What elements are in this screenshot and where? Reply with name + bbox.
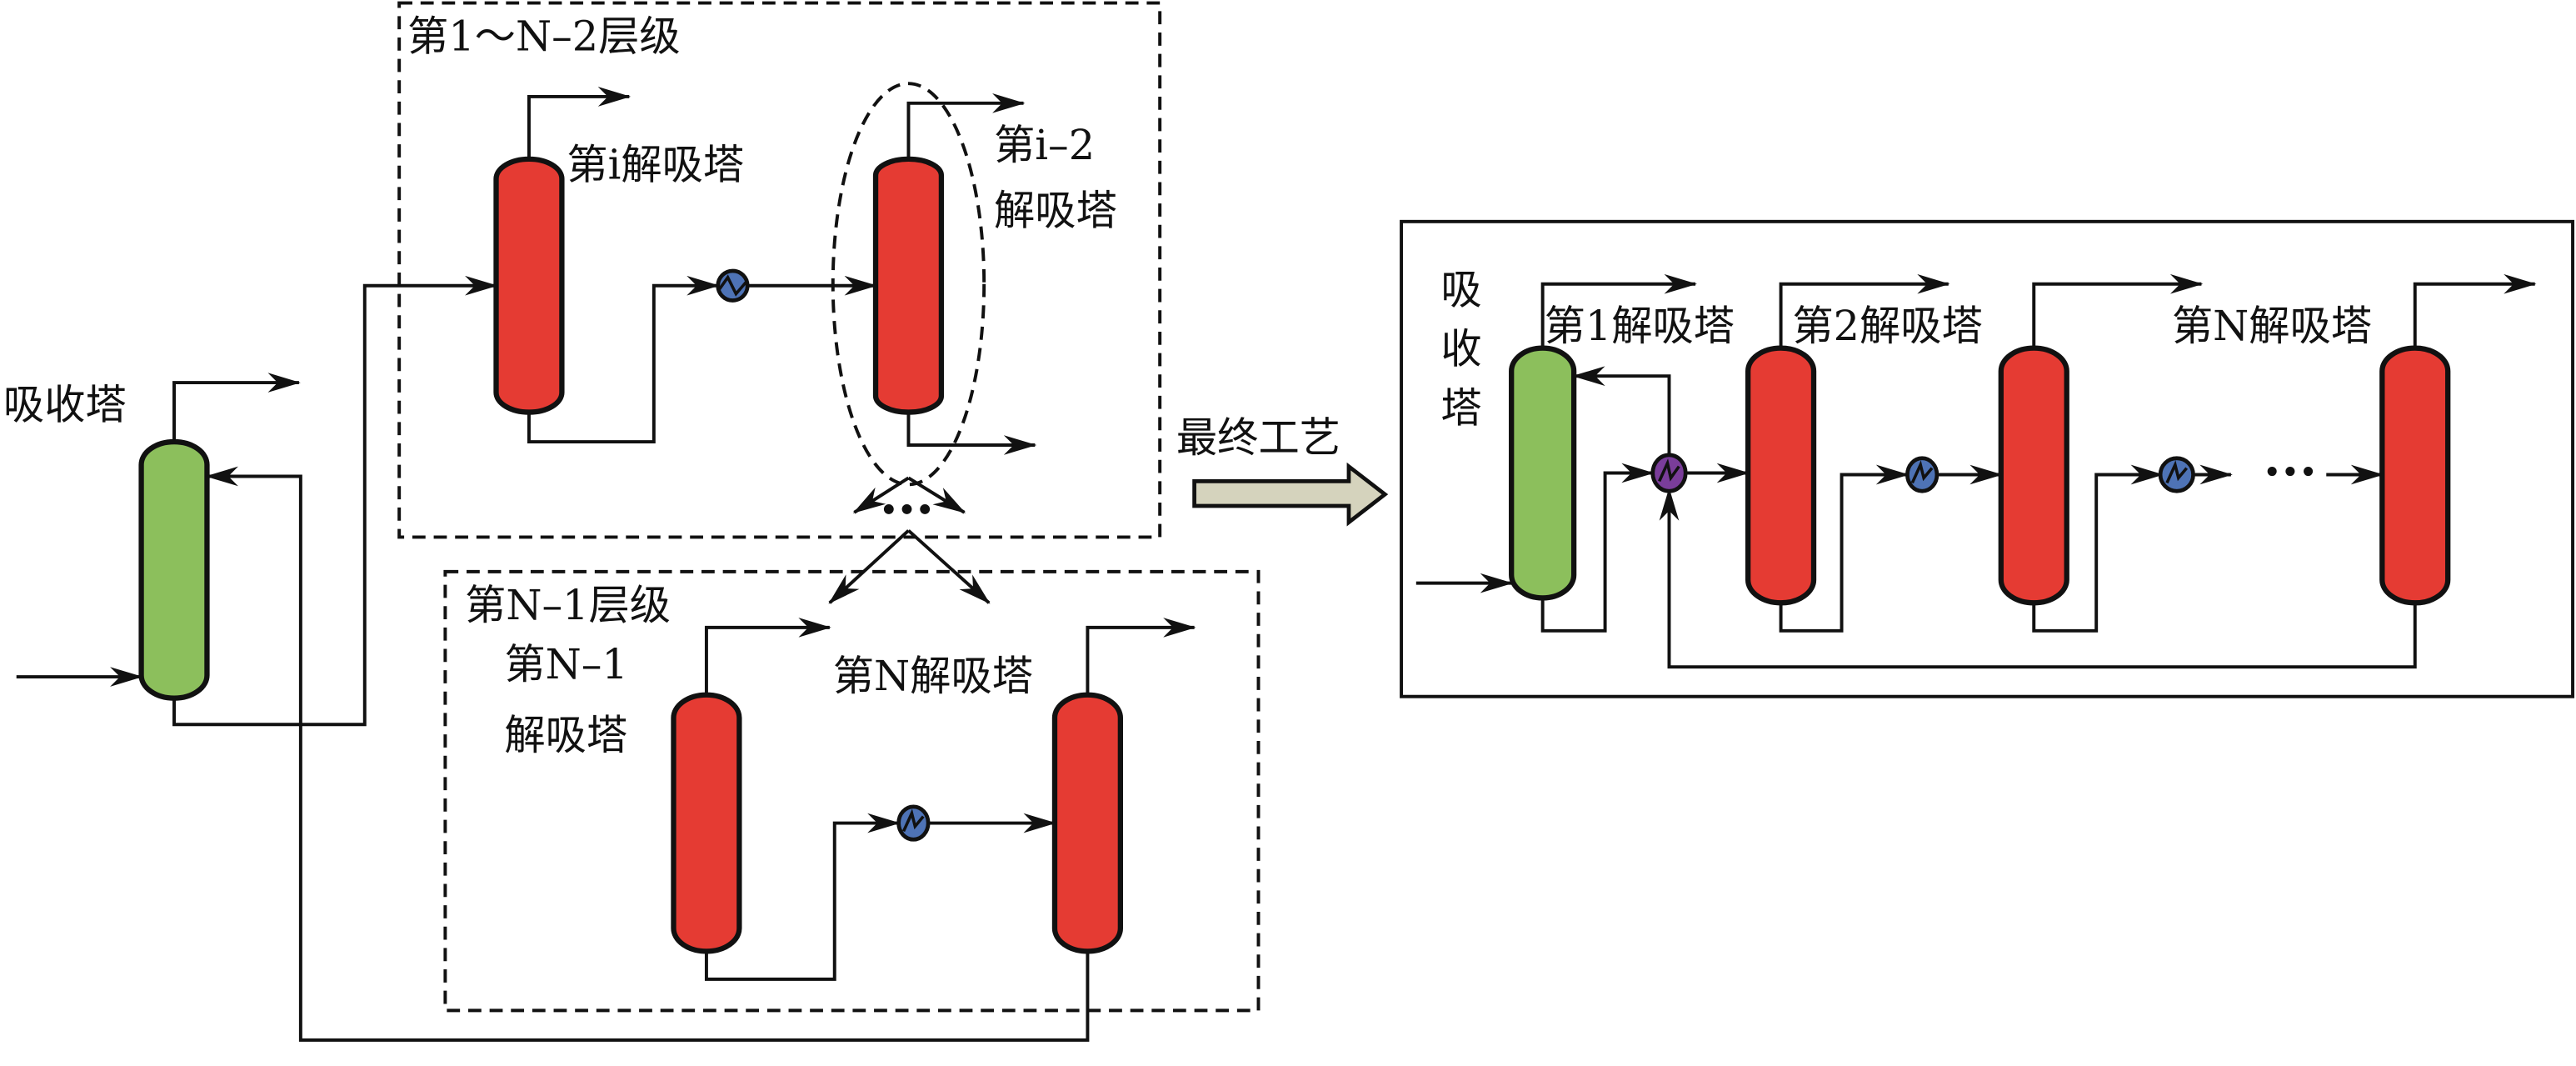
absorber-label: 吸收塔 (3, 380, 127, 428)
group2-title: 第N–1层级 (465, 581, 671, 629)
final-absorber-column (1509, 345, 1577, 601)
stripper-i2-top-outlet-arrow (906, 93, 1026, 159)
final-absorber-label-char-1: 吸 (1440, 265, 1481, 313)
group2-dashed-box (443, 569, 1261, 1013)
stripper-i2-highlight-ellipse (831, 82, 986, 487)
lean-solvent-return-line (205, 466, 1090, 1042)
stripper-n1-top-outlet-arrow (704, 618, 831, 695)
stripper-n-column (1051, 692, 1124, 954)
stripper-i2-label-line2: 解吸塔 (994, 187, 1117, 235)
stripper-n1-bottom-line (704, 813, 901, 981)
stripper-i-column (493, 156, 565, 415)
group1-title: 第1～N–2层级 (407, 13, 681, 61)
final-stripper-1-label: 第1解吸塔 (1545, 302, 1735, 350)
heat-exchanger-icon (1905, 456, 1939, 493)
final-ellipsis-dots (2267, 467, 2314, 477)
stripper-2-top-outlet-arrow (2032, 273, 2204, 348)
big-right-arrow-icon (1192, 462, 1389, 527)
final-rich-solvent-line (1540, 463, 1655, 633)
stripper-n-label: 第N解吸塔 (833, 652, 1033, 700)
final-absorber-top-outlet-arrow (1540, 273, 1698, 348)
absorber-column (138, 438, 210, 701)
final-stripper-n-label: 第N解吸塔 (2172, 302, 2372, 350)
mixer-heat-exchanger-icon (1650, 453, 1688, 493)
stripper-n1-label-line2: 解吸塔 (504, 711, 627, 759)
stripper-1-bottom-line (1779, 464, 1910, 633)
stripper-i-label: 第i解吸塔 (567, 141, 744, 189)
stripper-n-top-outlet-arrow (1086, 618, 1196, 695)
final-process-panel: 吸 收 塔 第1解吸塔 第2解吸塔 (1400, 219, 2575, 698)
group-link-arrow-left (828, 529, 910, 604)
group-levels-1-to-n-2: 第1～N–2层级 第i解吸塔 第i–2 解吸塔 (397, 1, 1162, 539)
heat-exchanger-icon (896, 804, 931, 842)
branch-arrow-left (852, 476, 910, 514)
stripper-2-bottom-line (2032, 464, 2164, 633)
stripper-n1-label-line1: 第N–1 (504, 640, 627, 688)
final-process-transition: 最终工艺 (1176, 413, 1389, 527)
final-absorber-label-char-2: 收 (1440, 324, 1481, 373)
stripper-n-final-top-outlet-arrow (2413, 273, 2537, 348)
stripper-i-bottom-line (527, 275, 720, 444)
heat-exchanger-icon (2158, 456, 2195, 493)
final-stripper-1-column (1745, 345, 1817, 606)
stripper-i2-column (872, 156, 945, 415)
final-process-label: 最终工艺 (1176, 413, 1340, 462)
heat-exchanger-icon (716, 268, 750, 303)
group1-dashed-box (397, 1, 1162, 539)
stripper-1-top-outlet-arrow (1779, 273, 1950, 348)
branch-arrow-right (907, 476, 966, 514)
group-level-n-1: 第N–1层级 第N–1 解吸塔 第N解吸塔 (443, 569, 1261, 1013)
ellipsis-dots (883, 503, 931, 514)
stripper-i2-bottom-outlet-arrow (906, 412, 1037, 455)
absorber-top-outlet-arrow (172, 373, 301, 443)
final-stripper-2-label: 第2解吸塔 (1792, 302, 1982, 350)
group-link-arrow-right (907, 529, 991, 604)
final-recycle-loop-line (1659, 488, 2417, 669)
final-stripper-n-column (2379, 345, 2451, 606)
stripper-i2-label-line1: 第i–2 (994, 121, 1095, 169)
left-absorber-unit: 吸收塔 (3, 275, 1090, 1042)
rich-solvent-line (172, 275, 498, 727)
stripper-i-top-outlet-arrow (527, 87, 632, 159)
final-process-frame (1400, 219, 2575, 698)
final-stripper-2-column (1998, 345, 2069, 606)
final-absorber-label-char-3: 塔 (1440, 383, 1481, 432)
stripper-n1-column (671, 692, 742, 954)
final-lean-return-arrow (1572, 366, 1671, 458)
